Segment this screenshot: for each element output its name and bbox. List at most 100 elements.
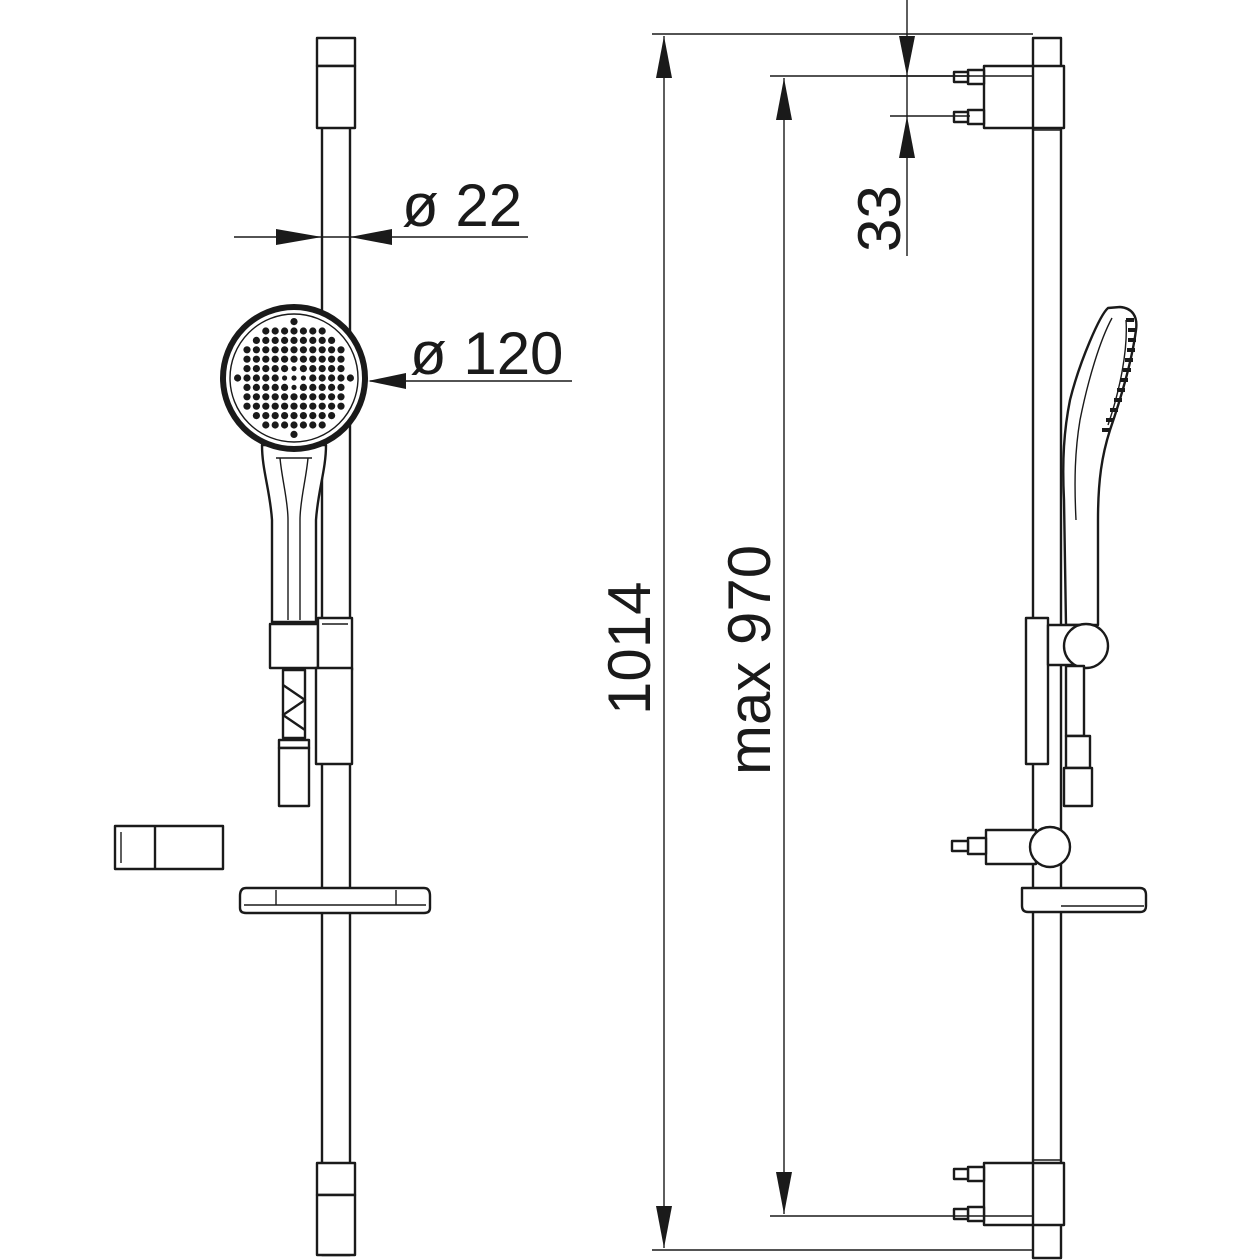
nozzle-dot [291,384,297,390]
nozzle-dot [262,365,270,373]
nozzle-dot [328,346,336,354]
front-hose-connection [277,668,311,808]
nozzle-pattern [234,318,354,438]
nozzle-dot [290,393,298,401]
front-wall-bracket-detail [113,824,225,871]
nozzle-dot [299,327,307,335]
nozzle-dot [337,355,345,363]
nozzle-dot [290,327,298,335]
nozzle-dot [252,374,260,382]
bracket-spacing-label: max 970 [716,545,783,775]
side-slider [1024,616,1110,808]
nozzle-dot [281,355,289,363]
nozzle-dot [318,346,326,354]
nozzle-dot [281,383,289,391]
nozzle-dot [271,355,279,363]
nozzle-dot [243,383,251,391]
nozzle-dot [252,346,260,354]
nozzle-dot [281,393,289,401]
nozzle-dot [243,365,251,373]
nozzle-dot [318,412,326,420]
nozzle-dot [252,336,260,344]
nozzle-dot [271,383,279,391]
nozzle-dot [299,383,307,391]
nozzle-dot [290,318,298,326]
nozzle-dot [262,412,270,420]
nozzle-dot [318,402,326,410]
nozzle-dot [243,374,251,382]
nozzle-dot [243,346,251,354]
nozzle-dot [328,355,336,363]
nozzle-dot [337,383,345,391]
nozzle-dot [299,355,307,363]
nozzle-dot [309,393,317,401]
front-handshower-handle [260,443,328,624]
nozzle-dot [252,383,260,391]
total-length-dimension: 1014 [596,33,1033,1251]
nozzle-dot [290,412,298,420]
side-nozzle-face [1102,318,1136,432]
nozzle-dot [337,365,345,373]
nozzle-dot [271,327,279,335]
nozzle-dot [262,374,270,382]
nozzle-dot [309,383,317,391]
nozzle-dot [262,402,270,410]
nozzle-dot [271,374,279,382]
nozzle-dot [337,402,345,410]
nozzle-dot [318,355,326,363]
nozzle-dot [318,393,326,401]
nozzle-dot [252,355,260,363]
nozzle-dot [318,365,326,373]
nozzle-dot [346,374,354,382]
nozzle-dot [262,336,270,344]
nozzle-dot [271,402,279,410]
nozzle-dot [299,421,307,429]
nozzle-dot [271,393,279,401]
nozzle-dot [309,374,317,382]
slider-knob [1062,622,1110,670]
side-handshower [1062,305,1138,627]
nozzle-dot [328,383,336,391]
side-soap-dish [1020,886,1148,914]
inlet-offset-label: 33 [846,185,913,252]
nozzle-dot [309,355,317,363]
nozzle-dot [262,393,270,401]
rail-diameter-label: ø 22 [402,172,522,239]
nozzle-dot [309,346,317,354]
nozzle-dot [262,346,270,354]
nozzle-dot [328,393,336,401]
nozzle-dot [291,366,297,372]
nozzle-dot [271,336,279,344]
nozzle-dot [234,374,242,382]
nozzle-dot [290,421,298,429]
nozzle-dot [271,421,279,429]
nozzle-dot [309,412,317,420]
nozzle-dot [281,402,289,410]
nozzle-dot [281,346,289,354]
nozzle-dot [328,412,336,420]
front-shower-head [220,304,368,452]
nozzle-dot [262,421,270,429]
nozzle-dot [262,383,270,391]
nozzle-dot [328,365,336,373]
front-view: ø 22 ø 120 [113,36,572,1257]
side-view: 1014 max 970 33 [596,0,1148,1260]
nozzle-dot [271,365,279,373]
nozzle-dot [252,412,260,420]
inlet-offset-dimension: 33 [846,0,970,256]
nozzle-dot [271,412,279,420]
nozzle-dot [281,421,289,429]
head-diameter-label: ø 120 [410,320,563,387]
front-bottom-end-cap [315,1161,357,1257]
nozzle-dot [252,393,260,401]
nozzle-dot [290,355,298,363]
nozzle-dot [328,402,336,410]
side-hose-outlet [950,825,1072,869]
head-diameter-dimension: ø 120 [368,320,572,389]
nozzle-dot [290,430,298,438]
nozzle-dot [309,365,317,373]
nozzle-dot [252,365,260,373]
nozzle-dot [262,327,270,335]
front-top-end-cap [315,36,357,130]
